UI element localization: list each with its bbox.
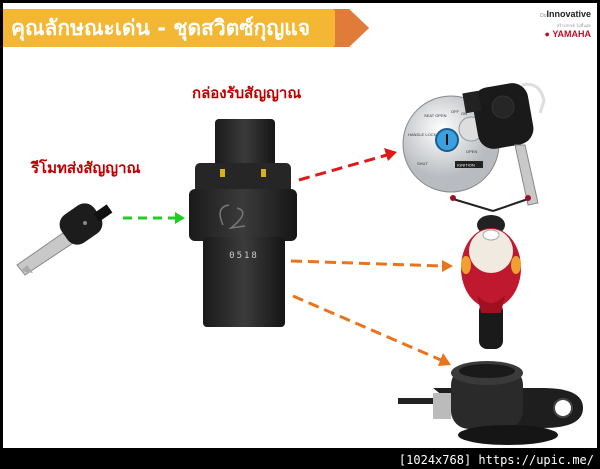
svg-text:IGNITION: IGNITION [457, 163, 475, 168]
svg-text:HANDLE LOCK: HANDLE LOCK [408, 132, 437, 137]
arrow-remote-to-box [123, 212, 185, 224]
ignition-switch-image: SEAT OPEN OFF ON HANDLE LOCK SHUT OPEN I… [402, 82, 546, 206]
do-innovative-logo: DoInnovative [540, 9, 591, 19]
tagline-sub: สร้างสรรค์ ไม่สิ้นสุด [556, 23, 591, 28]
receiver-box-image: 0518 [189, 119, 297, 327]
arrow-box-to-ignition [298, 148, 397, 182]
remote-label: รีโมทส่งสัญญาณ [31, 159, 141, 177]
svg-text:SHUT: SHUT [417, 161, 428, 166]
arrow-box-to-sensor [292, 294, 451, 366]
scooter-image [450, 195, 531, 349]
remote-key-image [16, 203, 113, 276]
svg-text:SEAT OPEN: SEAT OPEN [424, 113, 447, 118]
yamaha-logo: ● YAMAHA [544, 29, 591, 39]
arrow-box-to-scooter [290, 259, 453, 272]
title-banner [3, 9, 369, 47]
receiver-label: กล่องรับสัญญาณ [192, 84, 302, 102]
box-code: 0518 [229, 251, 259, 261]
diagram-graphics: 0518 SEAT OPEN OFF ON [16, 82, 583, 445]
svg-text:OPEN: OPEN [466, 149, 477, 154]
sensor-image [398, 361, 583, 445]
slide-title: คุณลักษณะเด่น - ชุดสวิตซ์กุญแจ [11, 16, 311, 40]
svg-text:OFF: OFF [451, 109, 460, 114]
watermark: [1024x768] https://upic.me/ [398, 453, 594, 467]
svg-text:ON: ON [461, 111, 467, 116]
slide: คุณลักษณะเด่น - ชุดสวิตซ์กุญแจ DoInnovat… [3, 3, 597, 448]
